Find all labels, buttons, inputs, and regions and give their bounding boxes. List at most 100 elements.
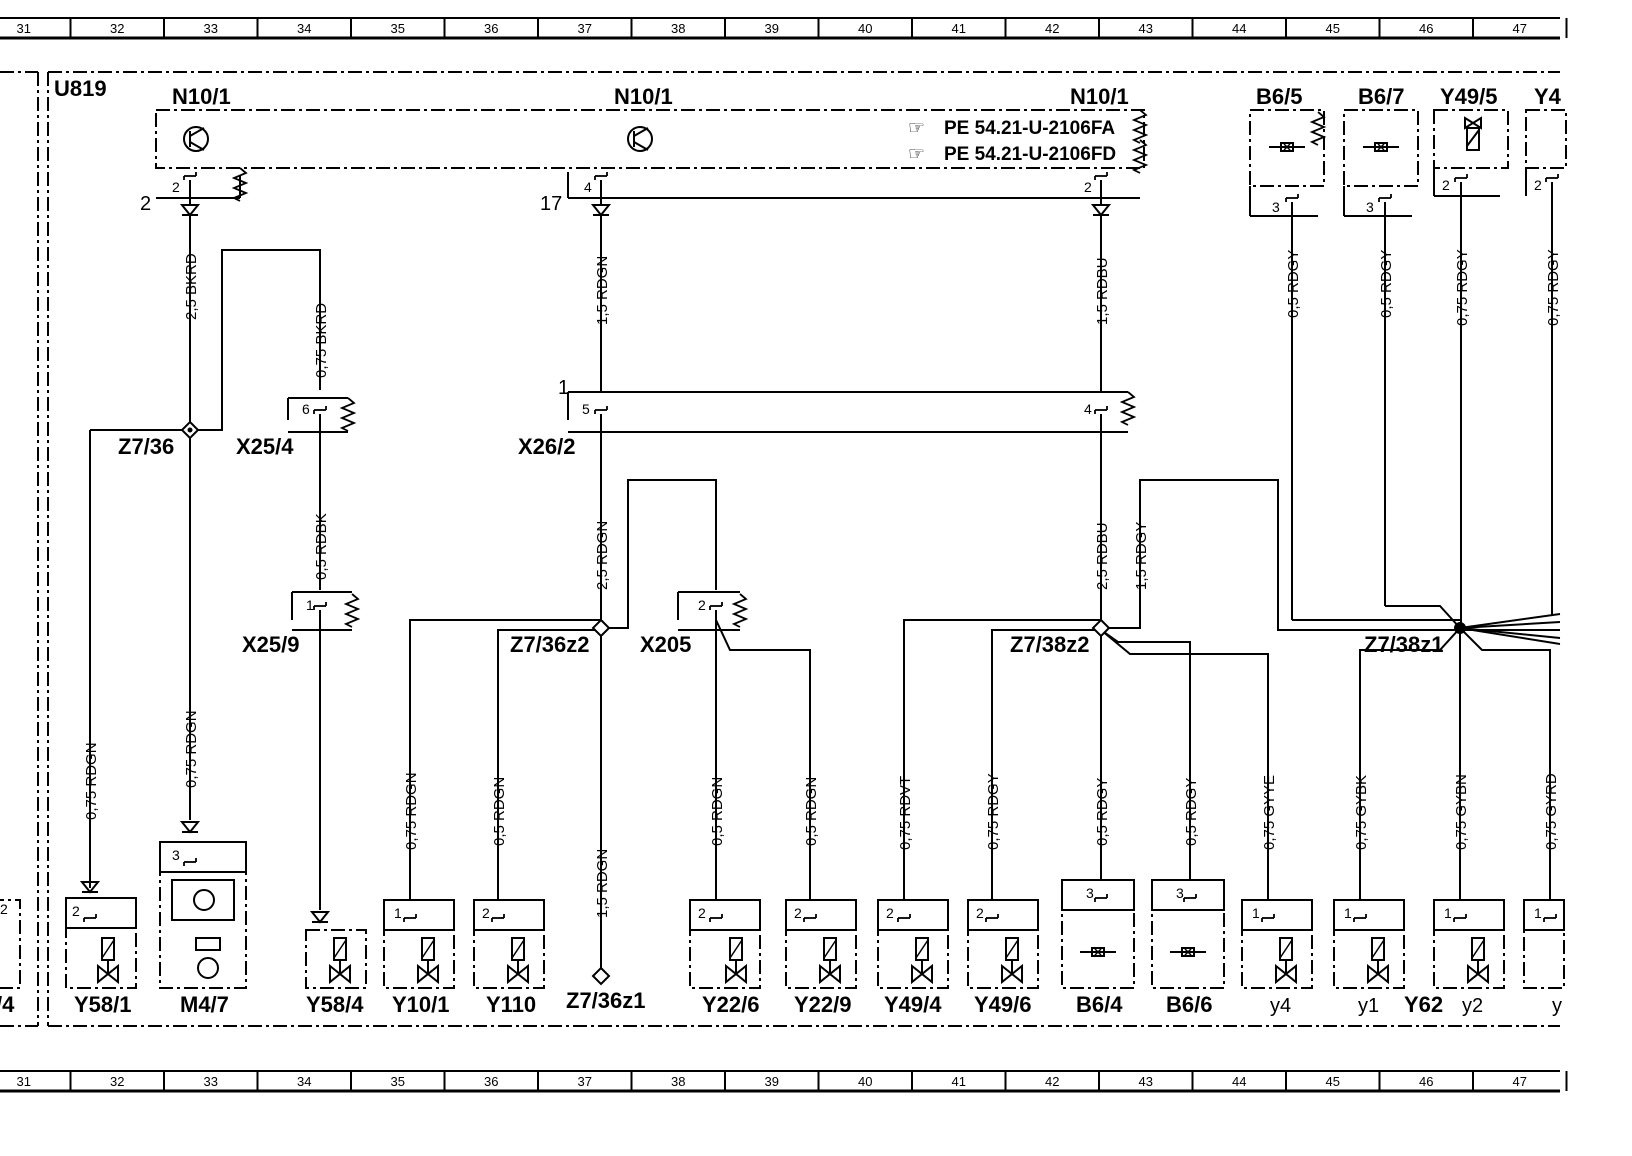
pin-y10-1: 1 <box>394 905 402 921</box>
y58-4-label: Y58/4 <box>306 992 364 1017</box>
b6-4-label: B6/4 <box>1076 992 1123 1017</box>
grid-number: 38 <box>671 21 685 36</box>
pin-x25-9: 1 <box>306 597 314 613</box>
pin-y22-9: 2 <box>794 905 802 921</box>
wire-label: 0,5 RDGY <box>1183 778 1200 846</box>
grid-number: 37 <box>578 1074 592 1089</box>
wire-label: 0,5 RDGN <box>491 777 508 846</box>
pin-y2: 1 <box>1444 905 1452 921</box>
y58-1-label: Y58/1 <box>74 992 132 1017</box>
n10-1-label-left: N10/1 <box>172 84 231 109</box>
wire-label: 1,5 RDBU <box>1094 257 1111 325</box>
z7-38z2-label: Z7/38z2 <box>1010 632 1090 657</box>
grid-number: 35 <box>391 21 405 36</box>
b6-6-label: B6/6 <box>1166 992 1212 1017</box>
pin-y110: 2 <box>482 905 490 921</box>
wire-labels: 2,5 BKRD 0,75 BKRD 1,5 RDGN 1,5 RDBU 0,5… <box>83 249 1562 918</box>
pin-x26-2-left: 5 <box>582 401 590 417</box>
pin-y4x: 2 <box>1534 177 1542 193</box>
z7-38z1-label: Z7/38z1 <box>1364 632 1444 657</box>
wire-label: 0,75 RDVT <box>897 776 914 850</box>
y49-6-label: Y49/6 <box>974 992 1032 1017</box>
pin-y49-5: 2 <box>1442 177 1450 193</box>
y110-label: Y110 <box>486 992 536 1017</box>
wire-label: 1,5 RDGN <box>594 849 611 918</box>
b6-7-label: B6/7 <box>1358 84 1404 109</box>
x205-connector <box>677 591 811 900</box>
left-partial-label: /4 <box>0 992 15 1017</box>
wire-label: 0,75 RDGN <box>403 772 420 850</box>
y22-9-label: Y22/9 <box>794 992 852 1017</box>
grid-number: 43 <box>1139 1074 1153 1089</box>
grid-number: 32 <box>110 21 124 36</box>
pin-x26-2-ext: 1 <box>558 377 569 399</box>
pin-yx: 1 <box>1534 905 1542 921</box>
grid-number: 46 <box>1419 1074 1433 1089</box>
pin-n-mid-ext: 17 <box>540 193 562 215</box>
z7-38z1-branches <box>1359 613 1561 900</box>
x25-9-connector <box>291 591 359 923</box>
grid-number: 44 <box>1232 21 1246 36</box>
wire-label: 0,5 RDGN <box>709 777 726 846</box>
wire-label: 0,5 RDGY <box>1285 250 1302 318</box>
x25-4-label: X25/4 <box>236 434 294 459</box>
wire-label: 0,75 RDGY <box>1454 249 1471 326</box>
n10-1-label-mid: N10/1 <box>614 84 673 109</box>
y2-label: y2 <box>1462 995 1483 1017</box>
pin-b6-6: 3 <box>1176 885 1184 901</box>
z7-36z1-splice <box>591 966 611 986</box>
pin-y49-6: 2 <box>976 905 984 921</box>
wire-label: 2,5 RDGN <box>594 521 611 590</box>
grid-number: 36 <box>484 1074 498 1089</box>
wire-label: 0,75 RDGY <box>1545 249 1562 326</box>
wire-label: 0,5 RDGN <box>803 777 820 846</box>
y49-5-label: Y49/5 <box>1440 84 1498 109</box>
y62-label: Y62 <box>1404 992 1443 1017</box>
grid-number: 42 <box>1045 1074 1059 1089</box>
grid-number: 47 <box>1513 21 1527 36</box>
ref-icon-2: ☞ <box>908 144 925 165</box>
grid-number: 41 <box>952 1074 966 1089</box>
grid-number: 34 <box>297 21 311 36</box>
wire-label: 0,75 GYRD <box>1543 773 1560 850</box>
ref-text-2: PE 54.21-U-2106FD <box>944 144 1116 165</box>
y10-1-label: Y10/1 <box>392 992 450 1017</box>
wire-label: 2,5 RDBU <box>1094 522 1111 590</box>
grid-number: 31 <box>17 1074 31 1089</box>
y49-4-label: Y49/4 <box>884 992 942 1017</box>
top-right-components <box>1249 109 1567 230</box>
pin-b6-7: 3 <box>1366 199 1374 215</box>
wire-label: 0,75 GYYE <box>1261 775 1278 850</box>
z7-36-label: Z7/36 <box>118 434 174 459</box>
grid-number: 44 <box>1232 1074 1246 1089</box>
grid-number: 43 <box>1139 21 1153 36</box>
z7-36z1-label: Z7/36z1 <box>566 988 646 1013</box>
x26-2-label: X26/2 <box>518 434 576 459</box>
z7-36-splice <box>180 420 200 440</box>
y1-label: y1 <box>1358 995 1379 1017</box>
x25-4-connector <box>287 397 355 590</box>
bottom-components <box>0 821 1565 989</box>
grid-number: 46 <box>1419 21 1433 36</box>
pin-n-left: 2 <box>172 179 180 195</box>
grid-number: 42 <box>1045 21 1059 36</box>
wire-label: 1,5 RDGY <box>1133 522 1150 590</box>
grid-number: 40 <box>858 21 872 36</box>
pin-m4-7: 3 <box>172 847 180 863</box>
system-label: U819 <box>54 76 107 101</box>
y22-6-label: Y22/6 <box>702 992 760 1017</box>
wire-label: 0,5 RDBK <box>313 513 330 580</box>
n10-1-label-right: N10/1 <box>1070 84 1129 109</box>
grid-number: 35 <box>391 1074 405 1089</box>
wire-label: 0,75 GYBK <box>1353 775 1370 850</box>
grid-number: 40 <box>858 1074 872 1089</box>
y4x-label-partial: Y4 <box>1534 84 1562 109</box>
y4-label: y4 <box>1270 995 1291 1017</box>
pin-x205: 2 <box>698 597 706 613</box>
wire-label: 0,75 RDGY <box>985 773 1002 850</box>
pin-n-left-ext: 2 <box>140 193 151 215</box>
grid-number: 36 <box>484 21 498 36</box>
right-partial-label: y <box>1552 995 1562 1017</box>
